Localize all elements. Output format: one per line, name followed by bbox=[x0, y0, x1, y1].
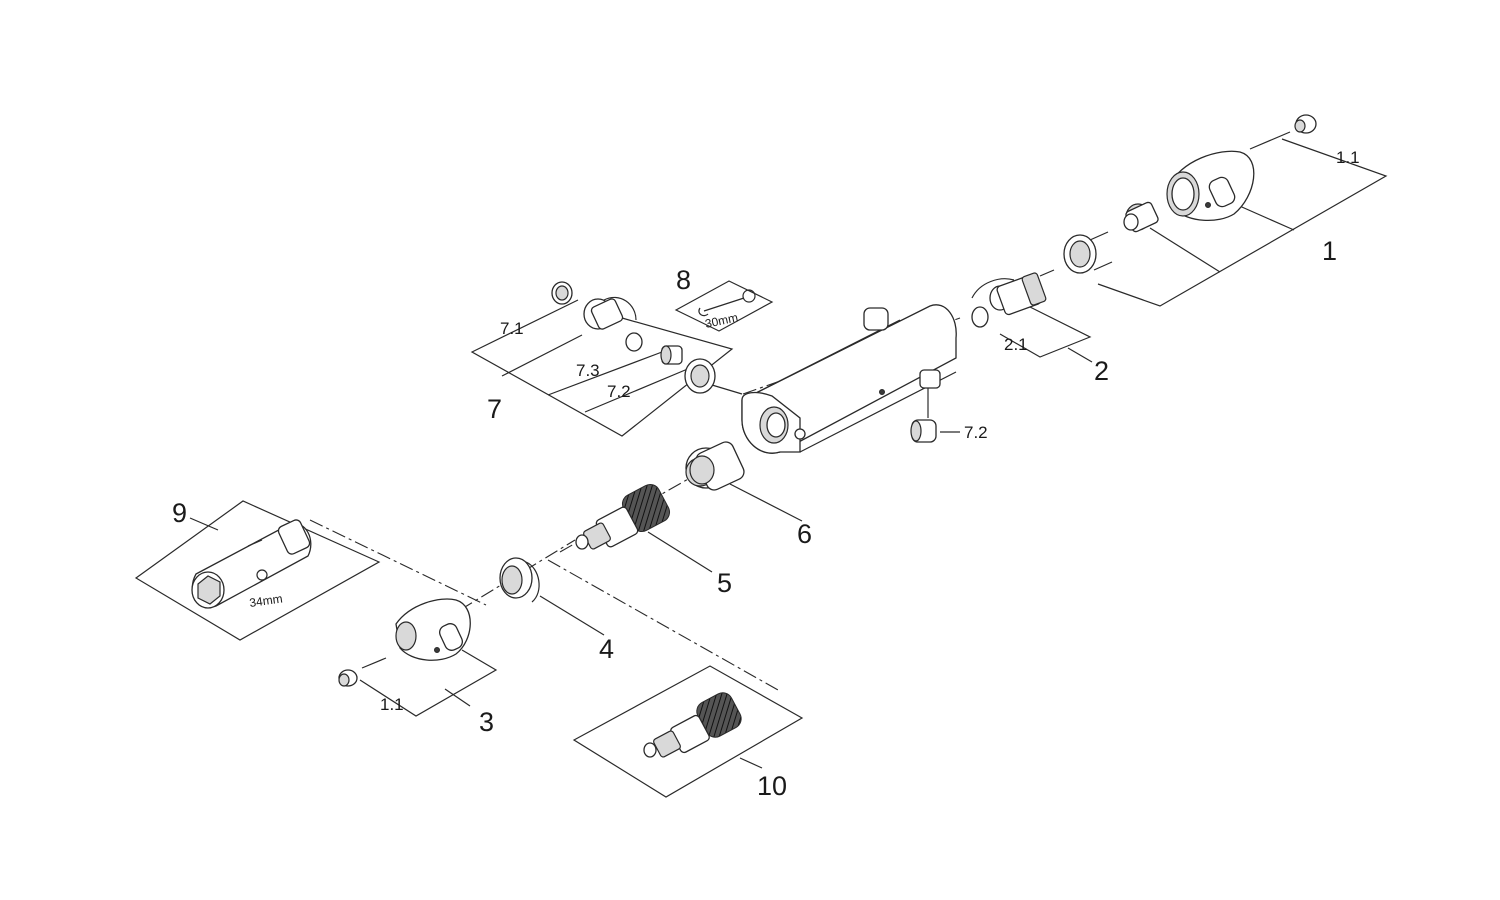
label-part-7-3: 7.3 bbox=[576, 361, 600, 380]
label-part-7-2-left: 7.2 bbox=[607, 382, 631, 401]
label-part-1: 1 bbox=[1322, 236, 1337, 266]
part-labels: 1 1.1 2 2.1 3 1.1 4 5 6 7 7.1 7.2 7.3 7.… bbox=[172, 148, 1360, 801]
screw-cap-part-left bbox=[338, 657, 387, 687]
socket-size-label: 34mm bbox=[248, 591, 283, 610]
label-part-2: 2 bbox=[1094, 356, 1109, 386]
flow-cartridge-part bbox=[971, 269, 1055, 316]
label-part-4: 4 bbox=[599, 634, 614, 664]
socket-tool-icon bbox=[191, 519, 312, 609]
adapter-part bbox=[1123, 201, 1159, 233]
thermo-cartridge-part bbox=[575, 483, 671, 550]
label-part-2-1: 2.1 bbox=[1004, 335, 1028, 354]
flow-handle-part bbox=[395, 598, 471, 661]
label-part-5: 5 bbox=[717, 568, 732, 598]
label-part-7: 7 bbox=[487, 394, 502, 424]
label-part-3: 3 bbox=[479, 707, 494, 737]
o-ring-part bbox=[971, 306, 989, 328]
label-part-9: 9 bbox=[172, 498, 187, 528]
label-part-7-2-body: 7.2 bbox=[964, 423, 988, 442]
label-part-8: 8 bbox=[676, 265, 691, 295]
label-part-7-1: 7.1 bbox=[500, 319, 524, 338]
check-valve-part bbox=[910, 419, 937, 443]
temperature-handle-part bbox=[1166, 150, 1255, 222]
label-part-10: 10 bbox=[757, 771, 787, 801]
screw-cap-part bbox=[1249, 114, 1317, 150]
label-part-6: 6 bbox=[797, 519, 812, 549]
wrench-icon bbox=[698, 289, 756, 317]
connection-group-part bbox=[551, 281, 716, 394]
stop-ring-part bbox=[1063, 231, 1113, 274]
thermostat-body-part bbox=[741, 304, 957, 454]
wrench-size-label: 30mm bbox=[704, 310, 740, 331]
replacement-cartridge-part bbox=[643, 692, 742, 758]
label-part-1-1-bottom: 1.1 bbox=[380, 695, 404, 714]
retaining-ring-part bbox=[499, 557, 540, 603]
nut-ring-part bbox=[685, 441, 745, 491]
leader-lines bbox=[134, 138, 1388, 798]
label-part-1-1-top: 1.1 bbox=[1336, 148, 1360, 167]
